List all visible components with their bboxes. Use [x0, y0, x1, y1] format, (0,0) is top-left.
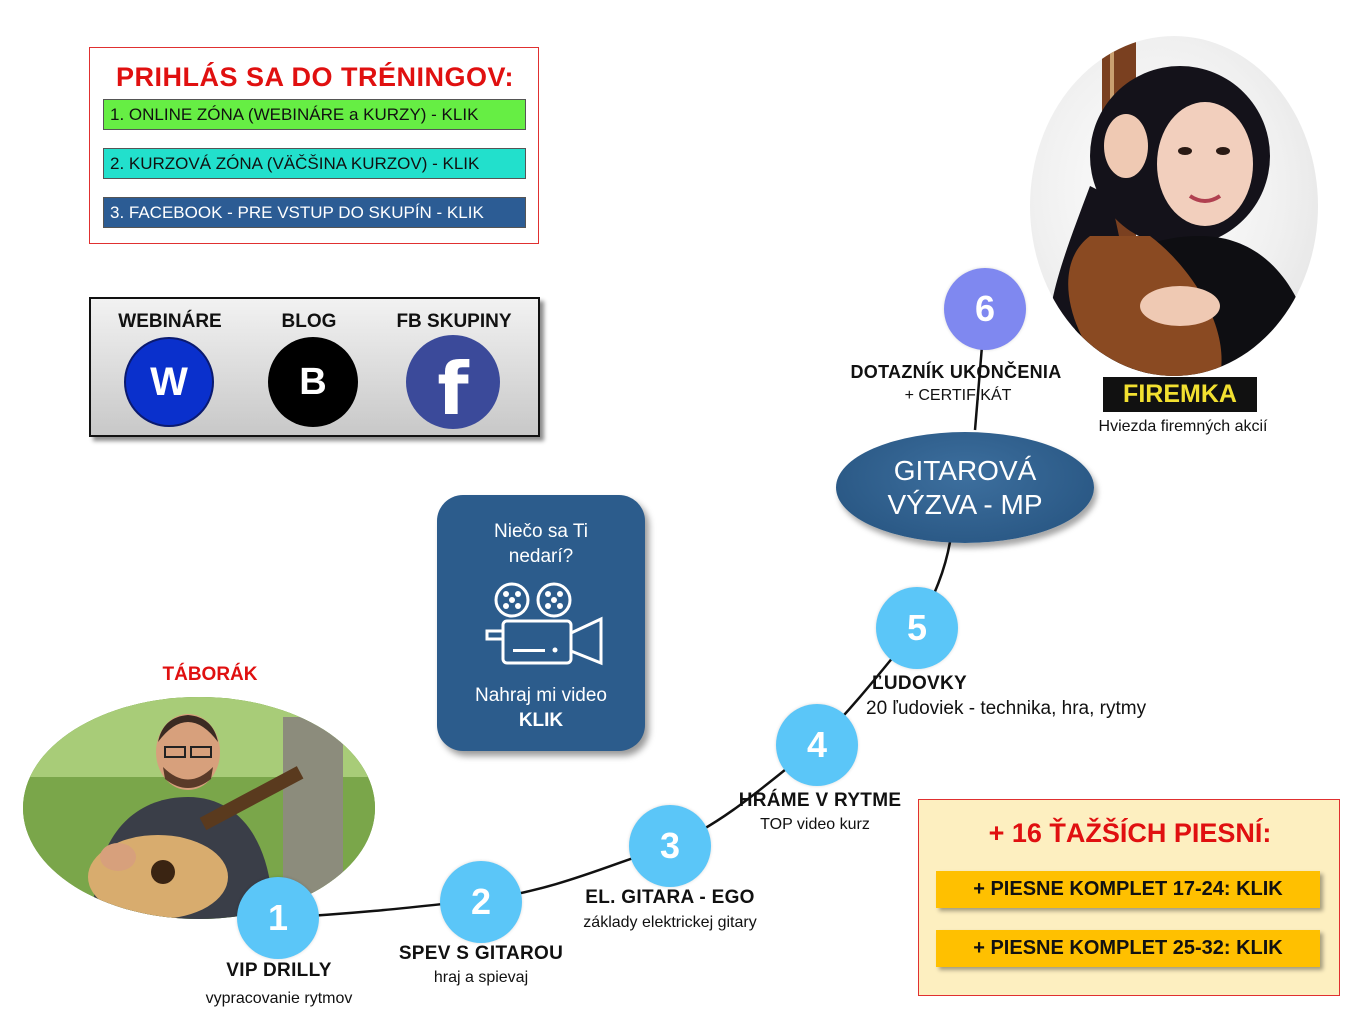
challenge-line-1: GITAROVÁ	[893, 455, 1037, 486]
step-2-title: SPEV S GITAROU	[398, 943, 564, 964]
songs-title: + 16 ŤAŽŠÍCH PIESNÍ:	[988, 818, 1272, 848]
firemka-caption: Hviezda firemných akcií	[1098, 418, 1268, 435]
video-prompt-line-2: nedarí?	[508, 546, 574, 567]
video-camera-icon	[485, 582, 603, 666]
step-2-circle[interactable]: 2	[440, 861, 522, 943]
taborak-label: TÁBORÁK	[162, 664, 258, 685]
harder-songs-panel: + 16 ŤAŽŠÍCH PIESNÍ: + PIESNE KOMPLET 17…	[918, 799, 1340, 996]
step-5-circle[interactable]: 5	[876, 587, 958, 669]
step-2-subtitle: hraj a spievaj	[433, 969, 529, 986]
step-4-subtitle: TOP video kurz	[760, 816, 870, 833]
login-panel: PRIHLÁS SA DO TRÉNINGOV: 1. ONLINE ZÓNA …	[89, 47, 539, 244]
step-6-circle[interactable]: 6	[944, 268, 1026, 350]
step-3-title: EL. GITARA - EGO	[585, 887, 755, 908]
video-klik-link[interactable]: KLIK	[518, 710, 564, 731]
blog-label: BLOG	[281, 311, 337, 332]
step-1-subtitle: vypracovanie rytmov	[205, 990, 353, 1007]
login-title: PRIHLÁS SA DO TRÉNINGOV:	[115, 62, 515, 92]
guitar-challenge-button[interactable]: GITAROVÁ VÝZVA - MP	[836, 432, 1094, 543]
step-3-subtitle: základy elektrickej gitary	[583, 914, 757, 931]
step-1-circle[interactable]: 1	[237, 877, 319, 959]
step-4-circle[interactable]: 4	[776, 704, 858, 786]
songs-17-24-button[interactable]: + PIESNE KOMPLET 17-24: KLIK	[936, 871, 1320, 908]
video-prompt-line-3: Nahraj mi video	[475, 685, 607, 706]
taborak-photo	[23, 697, 375, 919]
webinars-label: WEBINÁRE	[118, 311, 222, 332]
facebook-icon[interactable]: f	[406, 335, 500, 431]
online-zone-button[interactable]: 1. ONLINE ZÓNA (WEBINÁRE a KURZY) - KLIK	[103, 99, 526, 130]
step-5-subtitle: 20 ľudoviek - technika, hra, rytmy	[866, 698, 1147, 719]
step-6-title: DOTAZNÍK UKONČENIA	[850, 362, 1062, 382]
course-zone-button[interactable]: 2. KURZOVÁ ZÓNA (VÄČŠINA KURZOV) - KLIK	[103, 148, 526, 179]
step-5-title: ĽUDOVKY	[872, 673, 967, 694]
step-1-title: VIP DRILLY	[226, 960, 332, 981]
step-6-subtitle: + CERTIFIKÁT	[904, 387, 1012, 404]
step-3-circle[interactable]: 3	[629, 805, 711, 887]
fb-groups-label: FB SKUPINY	[396, 311, 512, 332]
songs-25-32-button[interactable]: + PIESNE KOMPLET 25-32: KLIK	[936, 930, 1320, 967]
firemka-badge: FIREMKA	[1103, 377, 1257, 412]
step-4-title: HRÁME V RYTME	[738, 790, 902, 811]
video-prompt-line-1: Niečo sa Ti	[494, 521, 588, 542]
firemka-photo	[1030, 36, 1318, 376]
challenge-line-2: VÝZVA - MP	[887, 489, 1043, 520]
quick-links-panel: WEBINÁRE BLOG FB SKUPINY W B f	[89, 297, 540, 437]
blog-icon[interactable]: B	[268, 337, 358, 427]
video-upload-box[interactable]: Niečo sa Ti nedarí? Nahraj mi video KLIK	[437, 495, 645, 751]
facebook-access-button[interactable]: 3. FACEBOOK - PRE VSTUP DO SKUPÍN - KLIK	[103, 197, 526, 228]
webinar-icon[interactable]: W	[124, 337, 214, 427]
